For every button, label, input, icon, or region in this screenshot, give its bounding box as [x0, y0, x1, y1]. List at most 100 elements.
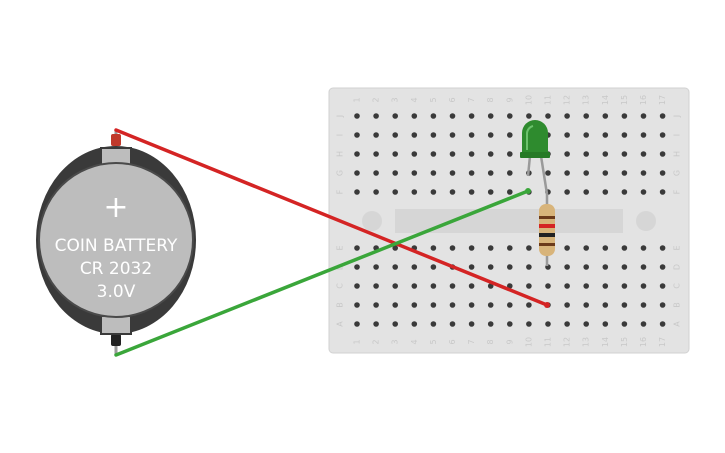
- breadboard-hole[interactable]: [468, 283, 475, 289]
- breadboard-hole[interactable]: [640, 283, 647, 289]
- breadboard-hole[interactable]: [659, 245, 666, 251]
- breadboard-hole[interactable]: [354, 113, 360, 119]
- breadboard-hole[interactable]: [449, 113, 456, 119]
- breadboard-hole[interactable]: [373, 113, 379, 119]
- breadboard-hole[interactable]: [621, 132, 628, 138]
- breadboard-hole[interactable]: [354, 245, 360, 251]
- breadboard-hole[interactable]: [411, 113, 418, 119]
- breadboard-hole[interactable]: [487, 283, 494, 289]
- breadboard-hole[interactable]: [468, 302, 475, 308]
- breadboard-hole[interactable]: [545, 113, 551, 119]
- breadboard-hole[interactable]: [602, 132, 609, 138]
- breadboard-hole[interactable]: [487, 132, 494, 138]
- breadboard-hole[interactable]: [411, 302, 418, 308]
- breadboard-hole[interactable]: [354, 132, 360, 138]
- breadboard-hole[interactable]: [392, 245, 399, 251]
- breadboard-hole[interactable]: [564, 283, 570, 289]
- breadboard-hole[interactable]: [640, 151, 647, 157]
- breadboard-hole[interactable]: [468, 170, 475, 176]
- breadboard-hole[interactable]: [621, 321, 628, 327]
- breadboard-hole[interactable]: [526, 245, 532, 251]
- breadboard-hole[interactable]: [602, 302, 609, 308]
- breadboard-hole[interactable]: [507, 283, 513, 289]
- breadboard-hole[interactable]: [449, 321, 456, 327]
- breadboard-hole[interactable]: [411, 132, 418, 138]
- breadboard-hole[interactable]: [430, 151, 437, 157]
- breadboard-hole[interactable]: [621, 189, 628, 195]
- breadboard-hole[interactable]: [411, 151, 418, 157]
- breadboard-hole[interactable]: [411, 264, 418, 270]
- breadboard-hole[interactable]: [373, 170, 379, 176]
- breadboard-hole[interactable]: [602, 321, 609, 327]
- breadboard-hole[interactable]: [583, 264, 589, 270]
- breadboard-hole[interactable]: [602, 189, 609, 195]
- breadboard-hole[interactable]: [564, 189, 570, 195]
- breadboard-hole[interactable]: [354, 151, 360, 157]
- breadboard-hole[interactable]: [526, 264, 532, 270]
- breadboard-hole[interactable]: [621, 245, 628, 251]
- breadboard-hole[interactable]: [640, 321, 647, 327]
- breadboard-hole[interactable]: [392, 132, 399, 138]
- breadboard-hole[interactable]: [354, 321, 360, 327]
- breadboard-hole[interactable]: [602, 264, 609, 270]
- breadboard-hole[interactable]: [621, 170, 628, 176]
- breadboard-hole[interactable]: [583, 283, 589, 289]
- breadboard-hole[interactable]: [564, 113, 570, 119]
- breadboard-hole[interactable]: [392, 151, 399, 157]
- breadboard-hole[interactable]: [468, 245, 475, 251]
- breadboard-hole[interactable]: [373, 151, 379, 157]
- breadboard-hole[interactable]: [545, 283, 551, 289]
- breadboard-hole[interactable]: [373, 321, 379, 327]
- breadboard-hole[interactable]: [468, 151, 475, 157]
- breadboard-hole[interactable]: [564, 264, 570, 270]
- breadboard-hole[interactable]: [430, 245, 437, 251]
- breadboard-hole[interactable]: [602, 151, 609, 157]
- breadboard-hole[interactable]: [564, 245, 570, 251]
- breadboard-hole[interactable]: [449, 132, 456, 138]
- breadboard-hole[interactable]: [392, 321, 399, 327]
- breadboard-hole[interactable]: [621, 302, 628, 308]
- breadboard-hole[interactable]: [602, 170, 609, 176]
- breadboard-hole[interactable]: [373, 302, 379, 308]
- breadboard-hole[interactable]: [468, 189, 475, 195]
- breadboard-hole[interactable]: [583, 189, 589, 195]
- breadboard-hole[interactable]: [354, 264, 360, 270]
- breadboard-hole[interactable]: [507, 113, 513, 119]
- breadboard-hole[interactable]: [640, 302, 647, 308]
- breadboard-hole[interactable]: [621, 113, 628, 119]
- breadboard-hole[interactable]: [392, 264, 399, 270]
- breadboard-hole[interactable]: [602, 245, 609, 251]
- breadboard-hole[interactable]: [564, 170, 570, 176]
- breadboard-hole[interactable]: [449, 302, 456, 308]
- breadboard-hole[interactable]: [659, 302, 666, 308]
- breadboard-hole[interactable]: [564, 132, 570, 138]
- breadboard-hole[interactable]: [449, 170, 456, 176]
- breadboard-hole[interactable]: [640, 170, 647, 176]
- breadboard-hole[interactable]: [468, 321, 475, 327]
- breadboard-hole[interactable]: [507, 302, 513, 308]
- breadboard-hole[interactable]: [564, 151, 570, 157]
- breadboard-hole[interactable]: [583, 170, 589, 176]
- breadboard-hole[interactable]: [449, 283, 456, 289]
- breadboard-hole[interactable]: [640, 245, 647, 251]
- breadboard-hole[interactable]: [659, 189, 666, 195]
- breadboard-hole[interactable]: [507, 170, 513, 176]
- breadboard-hole[interactable]: [449, 189, 456, 195]
- breadboard-hole[interactable]: [373, 264, 379, 270]
- breadboard-hole[interactable]: [354, 189, 360, 195]
- breadboard-hole[interactable]: [659, 321, 666, 327]
- breadboard-hole[interactable]: [392, 302, 399, 308]
- breadboard-hole[interactable]: [354, 170, 360, 176]
- breadboard-hole[interactable]: [449, 245, 456, 251]
- breadboard-hole[interactable]: [621, 283, 628, 289]
- breadboard-hole[interactable]: [507, 264, 513, 270]
- breadboard-hole[interactable]: [583, 321, 589, 327]
- breadboard-hole[interactable]: [507, 321, 513, 327]
- breadboard-hole[interactable]: [430, 189, 437, 195]
- breadboard-hole[interactable]: [640, 113, 647, 119]
- breadboard-hole[interactable]: [487, 264, 494, 270]
- breadboard-hole[interactable]: [430, 132, 437, 138]
- breadboard-hole[interactable]: [659, 170, 666, 176]
- breadboard-hole[interactable]: [468, 113, 475, 119]
- breadboard-hole[interactable]: [507, 151, 513, 157]
